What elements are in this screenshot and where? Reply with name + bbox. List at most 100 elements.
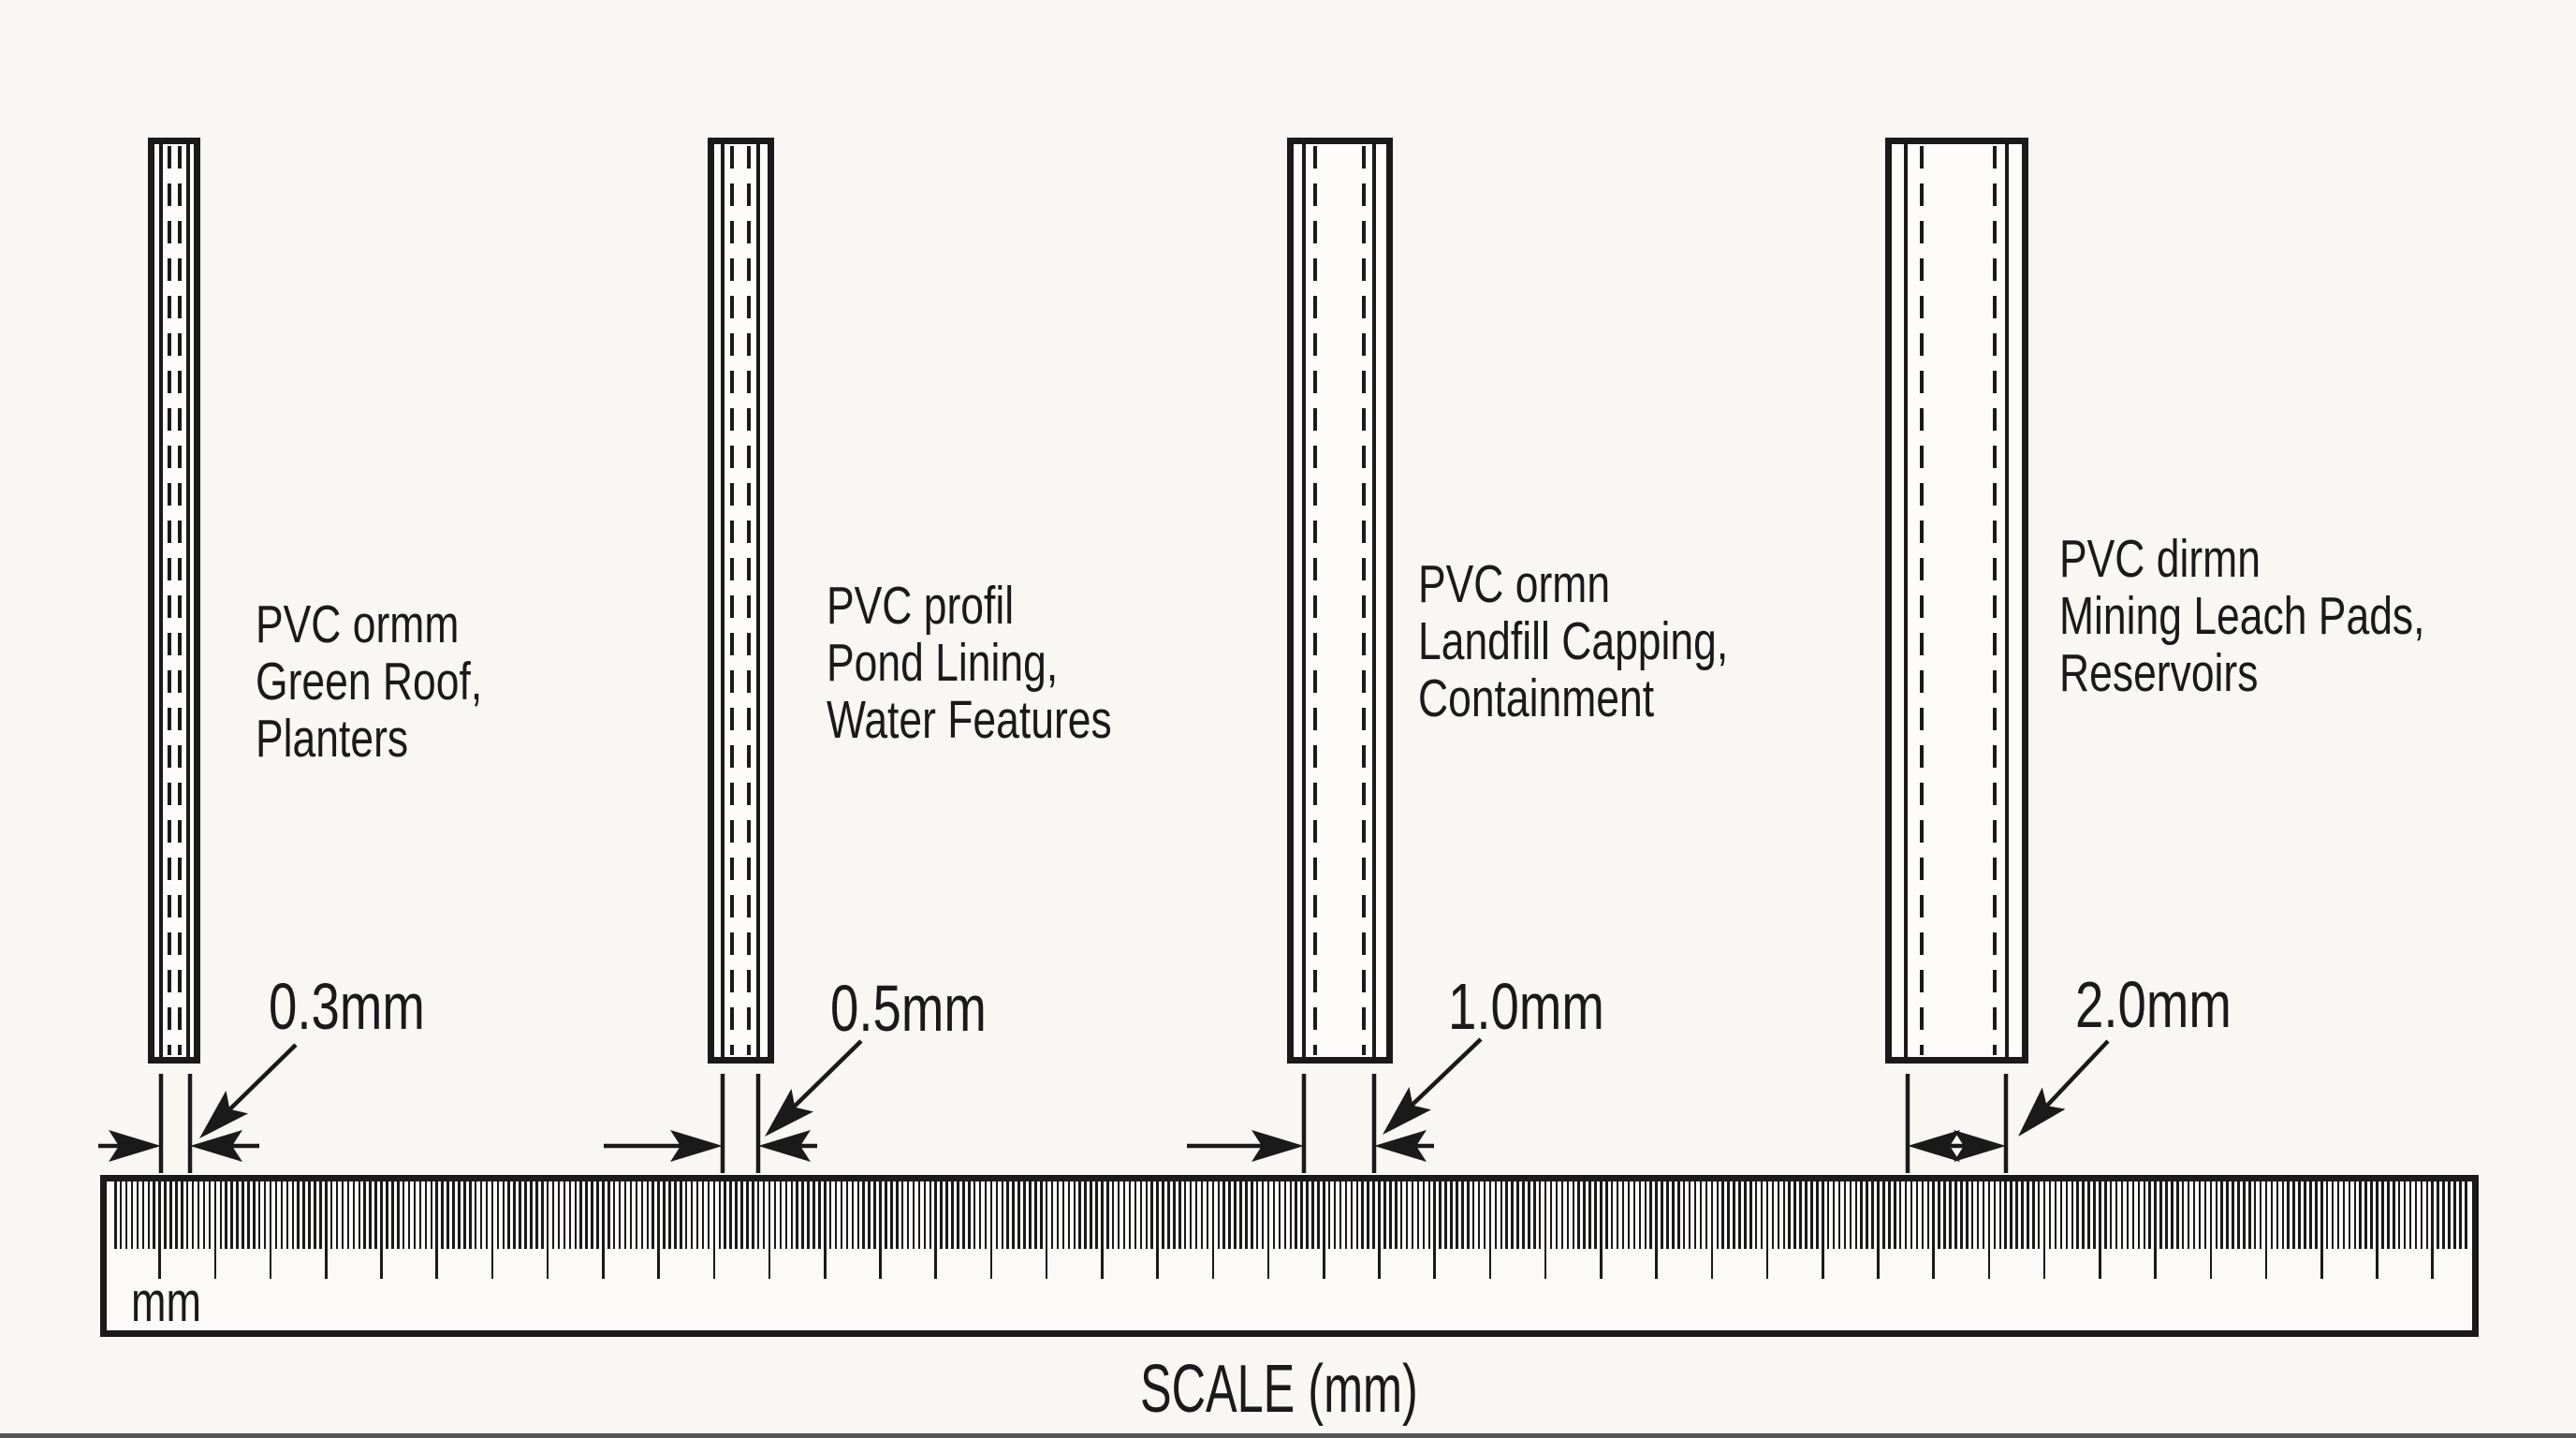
- ruler-minor-tick: [1477, 1181, 1481, 1249]
- ruler-minor-tick: [1849, 1181, 1852, 1249]
- ruler-minor-tick: [1943, 1181, 1946, 1249]
- ruler-unit-label: mm: [131, 1270, 201, 1333]
- membrane-bar-0.5mm: [708, 138, 774, 1064]
- ruler-minor-tick: [363, 1181, 366, 1249]
- ruler-minor-tick: [463, 1181, 466, 1249]
- ruler-minor-tick: [1788, 1181, 1791, 1249]
- ruler-major-tick: [2320, 1181, 2323, 1279]
- ruler-minor-tick: [2408, 1181, 2412, 1249]
- ruler-major-tick: [1877, 1181, 1880, 1279]
- ruler-minor-tick: [1355, 1181, 1359, 1249]
- application-line: PVC ormn: [1418, 554, 1611, 614]
- ruler-minor-tick: [335, 1181, 339, 1249]
- ruler-minor-tick: [1078, 1181, 1081, 1249]
- ruler-minor-tick: [2353, 1181, 2357, 1249]
- ruler-minor-tick: [784, 1181, 788, 1249]
- ruler-minor-tick: [369, 1181, 372, 1249]
- ruler-minor-tick: [2292, 1181, 2295, 1249]
- ruler-minor-tick: [1189, 1181, 1193, 1249]
- application-line: Mining Leach Pads,: [2059, 586, 2425, 646]
- ruler-minor-tick: [1405, 1181, 1409, 1249]
- ruler-minor-tick: [1805, 1181, 1808, 1249]
- ruler-minor-tick: [1333, 1181, 1337, 1249]
- ruler-minor-tick: [247, 1181, 250, 1249]
- ruler-minor-tick: [1528, 1181, 1530, 1249]
- ruler-major-tick: [712, 1181, 716, 1279]
- ruler-minor-tick: [1261, 1181, 1265, 1249]
- ruler-minor-tick: [1067, 1181, 1071, 1249]
- ruler-minor-tick: [153, 1181, 155, 1249]
- ruler-minor-tick: [1549, 1181, 1553, 1249]
- bar-inner-line: [186, 144, 190, 1057]
- ruler-minor-tick: [2253, 1181, 2257, 1249]
- ruler-minor-tick: [2437, 1181, 2439, 1249]
- thickness-value-3: 1.0mm: [1448, 970, 1604, 1043]
- ruler-minor-tick: [2120, 1181, 2124, 1249]
- ruler-minor-tick: [2465, 1181, 2467, 1249]
- ruler-minor-tick: [2359, 1181, 2362, 1249]
- ruler-minor-tick: [2309, 1181, 2312, 1249]
- ruler-minor-tick: [1627, 1181, 1631, 1249]
- ruler-minor-tick: [2126, 1181, 2130, 1249]
- application-line: PVC ormm: [256, 594, 460, 654]
- ruler-major-tick: [2264, 1181, 2268, 1279]
- ruler-minor-tick: [1272, 1181, 1276, 1249]
- ruler-minor-tick: [1910, 1181, 1913, 1249]
- ruler-minor-tick: [1949, 1181, 1952, 1249]
- ruler-minor-tick: [2054, 1181, 2057, 1249]
- ruler-major-tick: [1323, 1181, 1325, 1279]
- ruler-minor-tick: [762, 1181, 766, 1249]
- ruler-minor-tick: [2115, 1181, 2118, 1249]
- ruler-minor-tick: [1771, 1181, 1775, 1249]
- ruler-minor-tick: [2215, 1181, 2217, 1249]
- ruler-minor-tick: [285, 1181, 289, 1249]
- ruler-major-tick: [2154, 1181, 2157, 1279]
- ruler-minor-tick: [130, 1181, 134, 1249]
- ruler-minor-tick: [1001, 1181, 1004, 1249]
- ruler-minor-tick: [1677, 1181, 1680, 1249]
- ruler-minor-tick: [635, 1181, 638, 1249]
- ruler-minor-tick: [530, 1181, 533, 1249]
- ruler-minor-tick: [1538, 1181, 1542, 1249]
- ruler-major-tick: [2376, 1181, 2378, 1279]
- ruler-minor-tick: [724, 1181, 726, 1249]
- ruler-minor-tick: [1178, 1181, 1181, 1249]
- bar-center-dashed-line: [1993, 146, 1997, 1055]
- ruler-minor-tick: [2420, 1181, 2423, 1249]
- ruler-minor-tick: [185, 1181, 189, 1249]
- ruler-minor-tick: [1898, 1181, 1902, 1249]
- ruler-minor-tick: [1483, 1181, 1486, 1249]
- ruler-minor-tick: [257, 1181, 261, 1249]
- ruler-minor-tick: [2198, 1181, 2202, 1249]
- ruler-minor-tick: [1588, 1181, 1591, 1249]
- ruler-minor-tick: [1644, 1181, 1647, 1249]
- ruler-minor-tick: [668, 1181, 671, 1249]
- ruler-major-tick: [1932, 1181, 1935, 1279]
- ruler-ticks: [107, 1181, 2472, 1330]
- ruler-major-tick: [380, 1181, 383, 1279]
- ruler-minor-tick: [1605, 1181, 1608, 1249]
- ruler-minor-tick: [1494, 1181, 1498, 1249]
- ruler-minor-tick: [890, 1181, 893, 1249]
- ruler-minor-tick: [1566, 1181, 1570, 1249]
- ruler-minor-tick: [2071, 1181, 2074, 1249]
- bar-center-dashed-line: [168, 146, 171, 1055]
- ruler-minor-tick: [391, 1181, 394, 1249]
- ruler-minor-tick: [612, 1181, 616, 1249]
- application-label-1: PVC ormm Green Roof, Planters: [256, 596, 482, 768]
- ruler-minor-tick: [968, 1181, 971, 1249]
- ruler-minor-tick: [2148, 1181, 2151, 1249]
- ruler-minor-tick: [2059, 1181, 2063, 1249]
- ruler-minor-tick: [1793, 1181, 1796, 1249]
- ruler-minor-tick: [2259, 1181, 2262, 1249]
- ruler-minor-tick: [680, 1181, 682, 1249]
- ruler-minor-tick: [2448, 1181, 2451, 1249]
- ruler-minor-tick: [2021, 1181, 2024, 1249]
- ruler-minor-tick: [452, 1181, 455, 1249]
- ruler-minor-tick: [341, 1181, 344, 1249]
- ruler-major-tick: [1600, 1181, 1603, 1279]
- ruler-minor-tick: [2248, 1181, 2251, 1249]
- ruler-minor-tick: [557, 1181, 561, 1249]
- membrane-bar-1.0mm: [1287, 138, 1393, 1064]
- ruler-minor-tick: [1699, 1181, 1703, 1249]
